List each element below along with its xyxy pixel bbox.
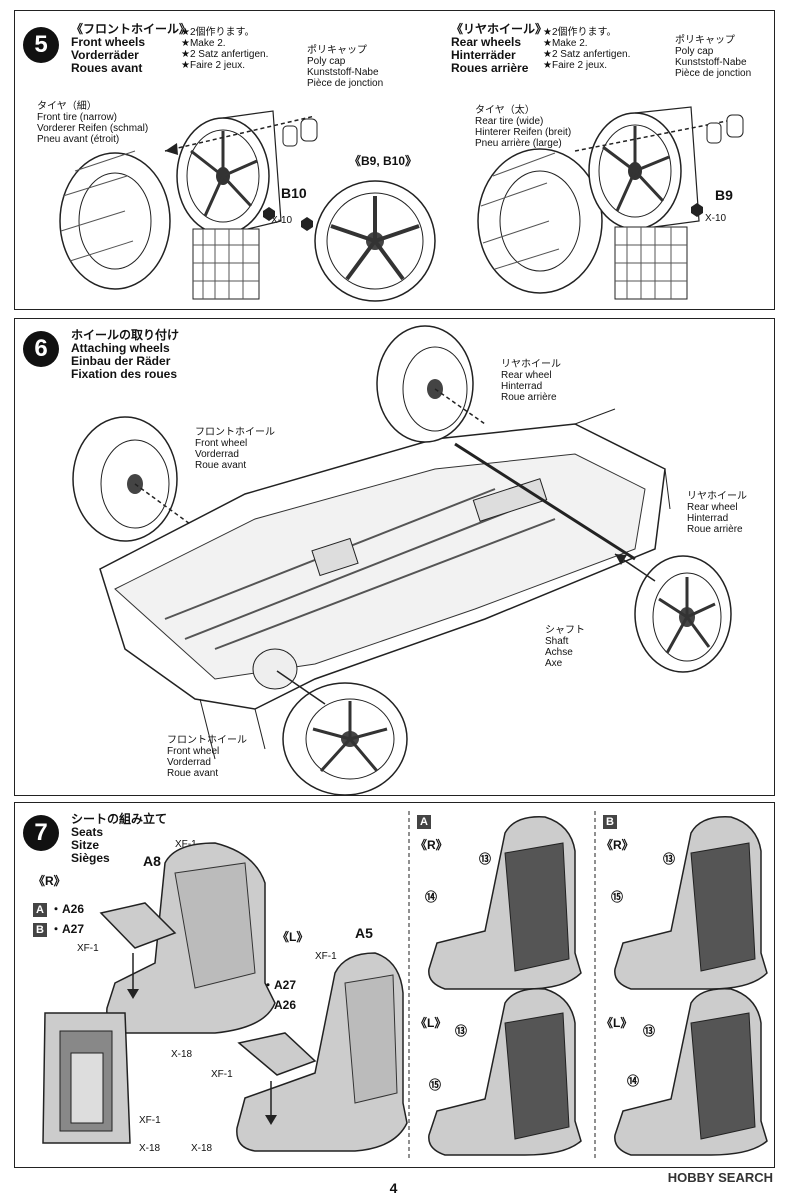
seat-l-drawing xyxy=(236,952,408,1152)
variant-b-seat-r xyxy=(614,816,768,990)
page-number: 4 xyxy=(389,1180,398,1196)
xf1-label-1: XF-1 xyxy=(175,839,197,850)
rear-wheel-drawing xyxy=(588,106,700,230)
badge-b: B xyxy=(33,923,47,937)
x18-label-1: X-18 xyxy=(171,1049,193,1060)
polycap-rear-drawing xyxy=(706,114,744,144)
xf1-label-3: XF-1 xyxy=(139,1115,161,1126)
a8-label: A8 xyxy=(143,853,161,869)
variant-a-r: 《R》 xyxy=(415,838,448,852)
b9b10-wheel-face xyxy=(314,180,436,302)
a27-row: B・A27 xyxy=(33,923,84,937)
step7-drawing xyxy=(42,811,768,1159)
variant-b-header: B xyxy=(603,815,620,829)
rear-wheel-right-drawing xyxy=(634,555,732,673)
front-wheel-drawing xyxy=(176,110,282,235)
x10-label-rear: X-10 xyxy=(705,213,727,224)
variant-b-seat-l xyxy=(614,988,768,1156)
variant-b-badge: B xyxy=(603,815,617,829)
rear-wheel-top-drawing xyxy=(376,325,474,443)
polycap-front-drawing xyxy=(282,118,318,147)
front-wheel-bottom-drawing xyxy=(282,682,408,795)
part-b9-label: B9 xyxy=(715,187,733,203)
b9-b10-label: 《B9, B10》 xyxy=(349,154,418,168)
va-l-15: ⑮ xyxy=(429,1078,442,1092)
chassis-drawing xyxy=(99,408,671,760)
x18-label-2: X-18 xyxy=(139,1143,161,1154)
xf1-label-4: XF-1 xyxy=(315,951,337,962)
r-label-left: 《R》 xyxy=(33,874,66,888)
badge-a: A xyxy=(33,903,47,917)
rear-tire-drawing xyxy=(477,148,603,294)
front-tire-label: タイヤ（細）Front tire (narrow) Vorderer Reife… xyxy=(37,101,149,145)
variant-a-badge: A xyxy=(417,815,431,829)
variant-a-header: A xyxy=(417,815,434,829)
xf1-label-2: XF-1 xyxy=(77,943,99,954)
a5-label: A5 xyxy=(355,925,373,941)
vb-l-14: ⑭ xyxy=(627,1074,640,1088)
step5-number: 5 xyxy=(23,27,59,63)
va-r-14: ⑭ xyxy=(425,890,438,904)
part-b10-label: B10 xyxy=(281,185,307,201)
vb-l-13: ⑬ xyxy=(643,1024,656,1038)
variant-b-l: 《L》 xyxy=(601,1016,633,1030)
rear-tire-label: タイヤ（太）Rear tire (wide) Hinterer Reifen (… xyxy=(475,105,572,149)
l-label-mid: 《L》 xyxy=(277,930,309,944)
a26-row: A・A26 xyxy=(33,903,84,917)
x18-label-3: X-18 xyxy=(191,1143,213,1154)
variant-a-seat-r xyxy=(428,816,582,990)
variant-a-l: 《L》 xyxy=(415,1016,447,1030)
front-tire-drawing xyxy=(59,150,171,290)
step7-number: 7 xyxy=(23,815,59,851)
step5-drawing xyxy=(59,106,744,302)
vb-r-13: ⑬ xyxy=(663,852,676,866)
step6-drawing xyxy=(72,325,732,795)
xf1-label-5: XF-1 xyxy=(211,1069,233,1080)
va-r-13: ⑬ xyxy=(479,852,492,866)
front-make-note: ★2個作ります。★Make 2. ★2 Satz anfertigen.★Fai… xyxy=(181,27,269,71)
va-l-13: ⑬ xyxy=(455,1024,468,1038)
variant-b-r: 《R》 xyxy=(601,838,634,852)
front-wheel-left-drawing xyxy=(72,416,178,542)
variant-a-seat-l xyxy=(428,988,582,1156)
rear-make-note: ★2個作ります。★Make 2. ★2 Satz anfertigen.★Fai… xyxy=(543,27,631,71)
vb-r-15: ⑮ xyxy=(611,890,624,904)
seat-rear-view-drawing xyxy=(42,1012,131,1144)
step6-number: 6 xyxy=(23,331,59,367)
watermark: HOBBY SEARCH xyxy=(667,1170,773,1185)
